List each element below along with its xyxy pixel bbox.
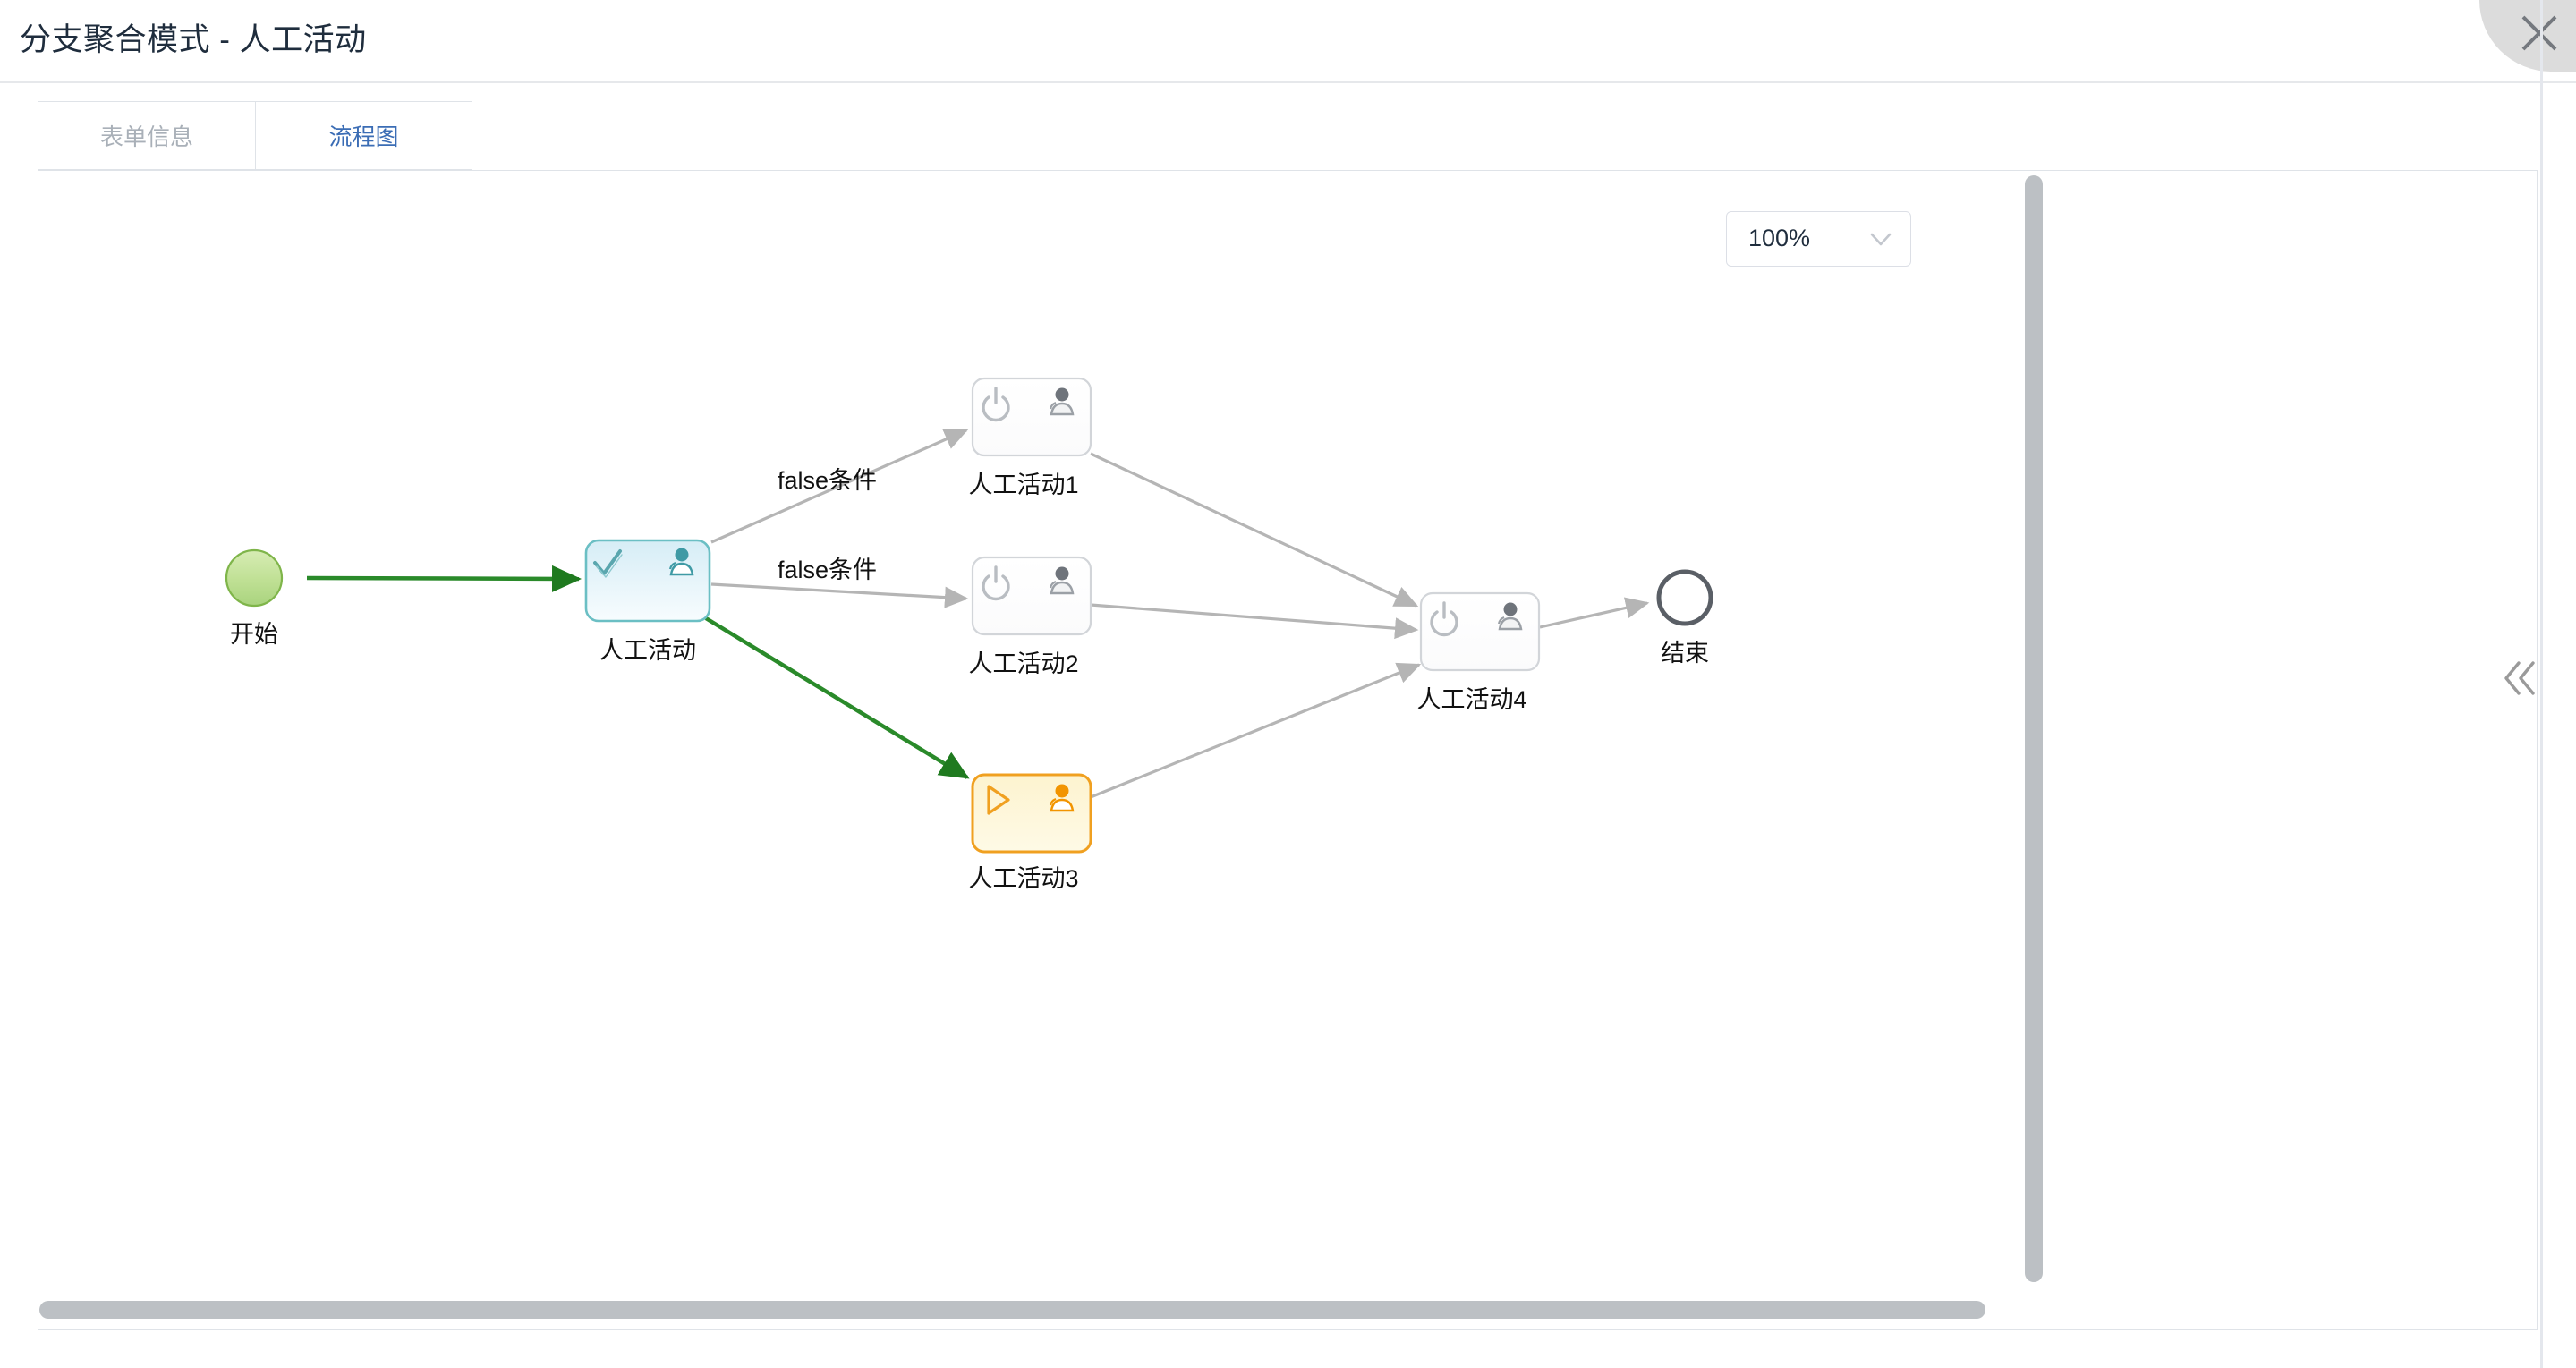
node-task-renwuhuodong3[interactable]: 人工活动3 bbox=[968, 773, 1092, 892]
node-task-renwuhuodong3-label: 人工活动3 bbox=[968, 865, 1078, 892]
check-icon bbox=[593, 549, 623, 578]
tab-flow-chart[interactable]: 流程图 bbox=[255, 101, 472, 170]
edge-start-to-task0[interactable] bbox=[306, 565, 582, 592]
user-icon bbox=[1497, 602, 1523, 631]
node-task-renwuhuodong2-label: 人工活动2 bbox=[968, 650, 1078, 677]
close-icon bbox=[2521, 15, 2557, 51]
node-task-renwuhuodong-label: 人工活动 bbox=[599, 637, 696, 664]
node-end-label: 结束 bbox=[1661, 640, 1709, 667]
zoom-level-value: 100% bbox=[1748, 225, 1811, 251]
node-task-renwuhuodong2[interactable]: 人工活动2 bbox=[968, 556, 1092, 677]
node-task-renwuhuodong1[interactable]: 人工活动1 bbox=[968, 377, 1092, 498]
node-task-renwuhuodong4[interactable]: 人工活动4 bbox=[1416, 591, 1541, 713]
collapse-panel-button[interactable] bbox=[2503, 658, 2540, 699]
tab-flow-chart-label: 流程图 bbox=[328, 123, 399, 150]
node-task-renwuhuodong1-label: 人工活动1 bbox=[968, 472, 1078, 498]
flowchart-panel: 100% bbox=[38, 170, 2538, 1330]
user-icon bbox=[1049, 387, 1075, 416]
edge-task0-to-task1[interactable] bbox=[710, 429, 969, 544]
edge-label-false-2: false条件 bbox=[778, 557, 877, 583]
node-start-label: 开始 bbox=[230, 621, 278, 648]
user-icon bbox=[1049, 784, 1075, 812]
page-title: 分支聚合模式 - 人工活动 bbox=[20, 22, 367, 57]
edge-task2-to-task4[interactable] bbox=[1090, 603, 1419, 640]
power-icon bbox=[982, 387, 1010, 422]
horizontal-scrollbar[interactable] bbox=[39, 1301, 1985, 1319]
power-icon bbox=[982, 565, 1010, 601]
edge-task4-to-end[interactable] bbox=[1539, 597, 1650, 629]
edge-label-false-1: false条件 bbox=[778, 467, 877, 494]
tab-form-info-label: 表单信息 bbox=[99, 123, 193, 150]
user-icon bbox=[668, 548, 694, 576]
vertical-scrollbar[interactable] bbox=[2025, 175, 2043, 1282]
edge-task0-to-task3[interactable] bbox=[704, 616, 970, 779]
edge-task0-to-task2[interactable] bbox=[710, 582, 969, 608]
power-icon bbox=[1430, 601, 1458, 637]
chevron-down-icon bbox=[1870, 233, 1892, 246]
node-task-renwuhuodong4-label: 人工活动4 bbox=[1416, 686, 1526, 713]
node-end[interactable]: 结束 bbox=[1656, 569, 1713, 667]
tab-bar: 表单信息 流程图 bbox=[0, 83, 2576, 171]
right-panel-divider bbox=[2540, 0, 2543, 1368]
node-task-renwuhuodong[interactable]: 人工活动 bbox=[584, 539, 711, 664]
tab-form-info[interactable]: 表单信息 bbox=[38, 101, 255, 170]
zoom-level-select[interactable]: 100% bbox=[1726, 211, 1911, 267]
edge-task3-to-task4[interactable] bbox=[1090, 662, 1422, 799]
close-button[interactable] bbox=[2479, 0, 2576, 72]
edge-task1-to-task4[interactable] bbox=[1090, 452, 1419, 608]
diagram-canvas[interactable]: false条件 false条件 开始 bbox=[38, 171, 2029, 1271]
double-chevron-left-icon bbox=[2504, 661, 2535, 695]
node-start[interactable]: 开始 bbox=[225, 548, 284, 648]
user-icon bbox=[1049, 566, 1075, 595]
dialog-header: 分支聚合模式 - 人工活动 bbox=[0, 0, 2576, 83]
play-icon bbox=[987, 785, 1010, 815]
